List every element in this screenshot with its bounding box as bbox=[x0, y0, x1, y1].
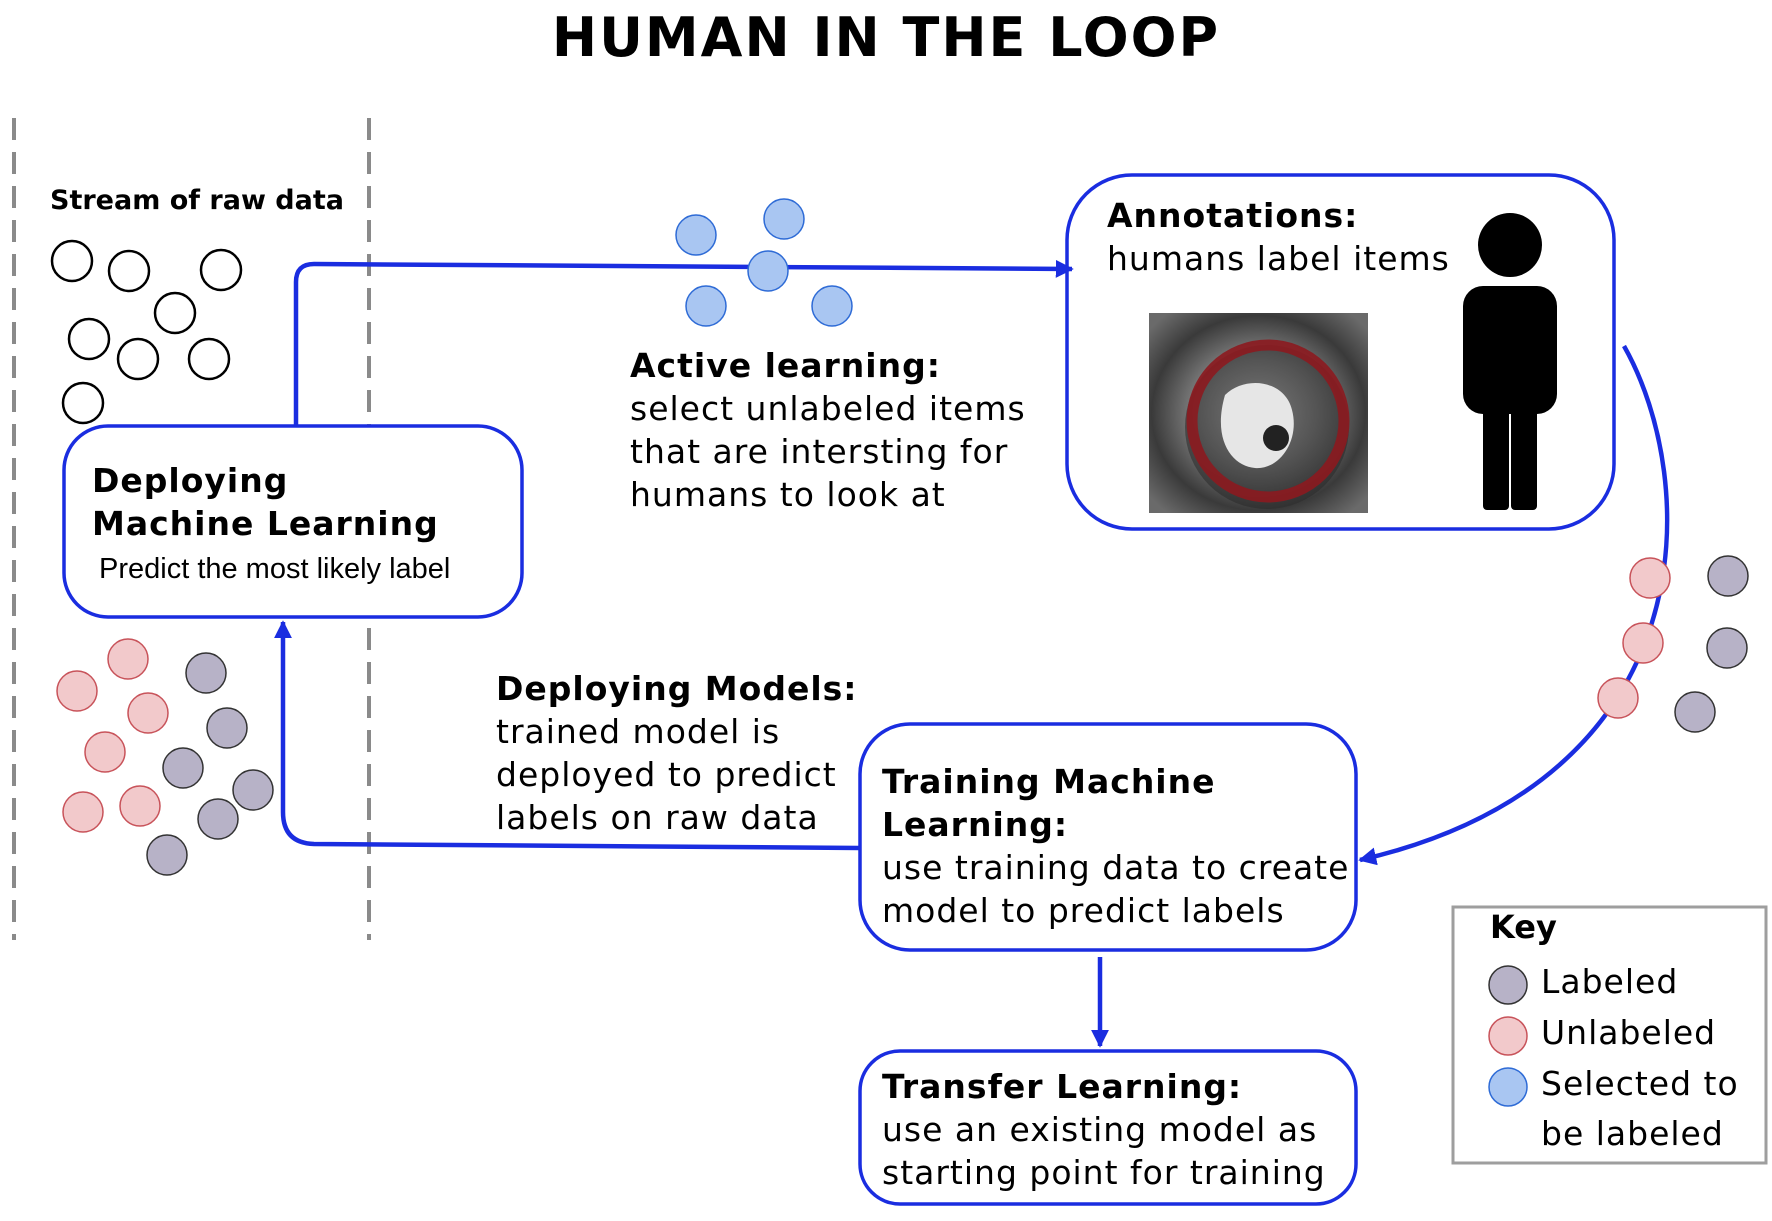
deploying-models-line: deployed to predict bbox=[496, 755, 837, 794]
active-learning-line: select unlabeled items bbox=[630, 389, 1026, 428]
deploying-ml-box bbox=[62, 424, 524, 619]
annotated-unlabeled-items bbox=[1597, 557, 1671, 719]
training-ml-line: model to predict labels bbox=[882, 891, 1285, 930]
training-ml-label: Training Machine Learning: use training … bbox=[882, 760, 1349, 932]
transfer-learning-box bbox=[858, 1049, 1358, 1206]
annotations-text: humans label items bbox=[1107, 239, 1450, 278]
key-selected-swatch bbox=[1488, 1067, 1528, 1107]
arrow-to-annotations bbox=[293, 259, 1074, 426]
annotations-label: Annotations: humans label items bbox=[1107, 194, 1450, 280]
deploying-models-line: trained model is bbox=[496, 712, 781, 751]
annotated-labeled-items bbox=[1674, 555, 1749, 733]
person-icon bbox=[1463, 213, 1557, 510]
deploying-models-line: labels on raw data bbox=[496, 798, 819, 837]
training-ml-heading-line1: Training Machine bbox=[882, 762, 1216, 801]
deploying-ml-text: Predict the most likely label bbox=[99, 553, 451, 585]
active-learning-line: that are intersting for bbox=[630, 432, 1009, 471]
training-ml-box bbox=[858, 722, 1358, 952]
deploying-ml-heading-line2: Machine Learning bbox=[92, 504, 439, 543]
annotations-heading: Annotations: bbox=[1107, 196, 1359, 235]
arrow-to-deployment bbox=[274, 620, 861, 851]
mri-image bbox=[1149, 313, 1368, 513]
deploying-ml-heading: Deploying Machine Learning bbox=[92, 459, 439, 545]
raw-data-items bbox=[50, 239, 243, 425]
transfer-learning-label: Transfer Learning: use an existing model… bbox=[882, 1065, 1326, 1194]
deploying-models-heading: Deploying Models: bbox=[496, 669, 858, 708]
key-selected-text: Selected to bbox=[1541, 1064, 1739, 1103]
training-ml-heading-line2: Learning: bbox=[882, 805, 1069, 844]
key-selected-text-cont: be labeled bbox=[1541, 1114, 1724, 1153]
key-title: Key bbox=[1490, 908, 1557, 946]
stream-unlabeled-items bbox=[56, 638, 169, 833]
key-labeled-text: Labeled bbox=[1541, 962, 1679, 1001]
key-labeled-swatch bbox=[1488, 965, 1528, 1005]
arrow-to-training bbox=[1358, 344, 1670, 866]
transfer-learning-heading: Transfer Learning: bbox=[882, 1067, 1243, 1106]
stream-label: Stream of raw data bbox=[50, 185, 344, 216]
active-learning-heading: Active learning: bbox=[630, 346, 941, 385]
active-learning-label: Active learning: select unlabeled items … bbox=[630, 344, 1026, 516]
training-ml-line: use training data to create bbox=[882, 848, 1350, 887]
transfer-learning-line: starting point for training bbox=[882, 1153, 1326, 1192]
key-unlabeled-swatch bbox=[1488, 1016, 1528, 1056]
deploying-models-label: Deploying Models: trained model is deplo… bbox=[496, 667, 857, 839]
selected-items bbox=[675, 198, 853, 327]
deploying-ml-heading-line1: Deploying bbox=[92, 461, 289, 500]
transfer-learning-line: use an existing model as bbox=[882, 1110, 1318, 1149]
key-unlabeled-text: Unlabeled bbox=[1541, 1013, 1717, 1052]
active-learning-line: humans to look at bbox=[630, 475, 946, 514]
stream-labeled-items bbox=[146, 652, 274, 876]
page-title: HUMAN IN THE LOOP bbox=[551, 6, 1221, 69]
